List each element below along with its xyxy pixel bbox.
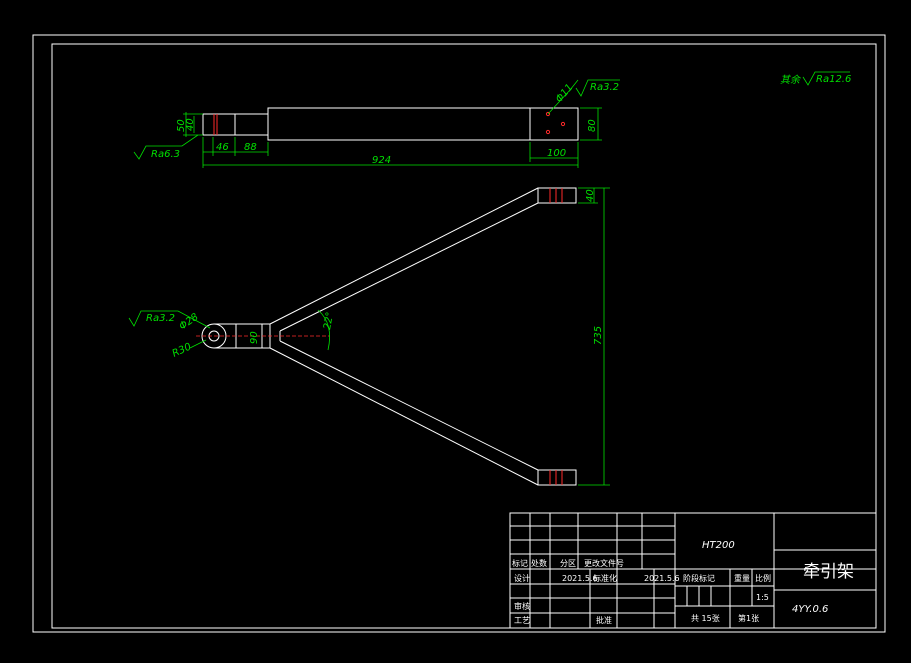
rev-count-label: 处数 bbox=[531, 558, 547, 568]
drawing-number: 4YY.0.6 bbox=[792, 604, 828, 615]
part-name: 牵引架 bbox=[803, 562, 854, 582]
roughness-top: Ra3.2 bbox=[590, 82, 619, 93]
std-date: 2021.5.6 bbox=[644, 574, 680, 583]
general-roughness-prefix: 其余 bbox=[780, 74, 802, 86]
rev-zone-label: 分区 bbox=[560, 559, 576, 568]
top-view bbox=[202, 107, 579, 141]
dim-46: 46 bbox=[216, 142, 229, 153]
outer-border bbox=[32, 34, 886, 633]
roughness-left: Ra6.3 bbox=[151, 149, 180, 160]
bolt-hole bbox=[545, 111, 551, 117]
dim-phi11: Φ11 bbox=[554, 82, 576, 105]
title-block: HT200 牵引架 4YY.0.6 标记 处数 分区 更改文件号 设计 2021… bbox=[509, 512, 877, 629]
material: HT200 bbox=[702, 540, 735, 551]
dim-phi28: Φ28 bbox=[177, 312, 200, 333]
scale-label: 比例 bbox=[755, 573, 771, 583]
roughness-eye: Ra3.2 bbox=[146, 313, 175, 324]
dim-924: 924 bbox=[372, 155, 391, 166]
inner-border bbox=[51, 43, 877, 629]
sheet-number: 第1张 bbox=[738, 613, 759, 623]
top-view-dimensions: 924 46 88 100 80 50 40 Ra6.3 Φ11 Ra3.2 bbox=[133, 79, 620, 168]
bolt-hole bbox=[545, 129, 551, 135]
stage-label: 阶段标记 bbox=[683, 573, 715, 583]
front-view bbox=[196, 187, 577, 486]
process-label: 工艺 bbox=[514, 616, 530, 625]
design-date: 2021.5.6 bbox=[562, 574, 598, 583]
dim-80: 80 bbox=[587, 119, 598, 132]
rev-mark-label: 标记 bbox=[512, 558, 528, 568]
bolt-hole bbox=[560, 121, 566, 127]
standardize-label: 标准化 bbox=[593, 573, 617, 583]
approve-label: 批准 bbox=[596, 615, 612, 625]
dim-100: 100 bbox=[547, 148, 566, 159]
dim-90: 90 bbox=[249, 331, 260, 344]
dim-40: 40 bbox=[185, 118, 196, 131]
lower-end-block bbox=[537, 469, 577, 486]
design-label: 设计 bbox=[514, 573, 530, 583]
rev-doc-label: 更改文件号 bbox=[584, 558, 624, 568]
mass-label: 重量 bbox=[734, 573, 750, 583]
dim-735: 735 bbox=[593, 326, 604, 345]
roughness-symbol bbox=[802, 71, 850, 86]
review-label: 审核 bbox=[514, 601, 530, 611]
upper-end-block bbox=[537, 187, 577, 204]
sheets-total: 共 15张 bbox=[691, 614, 720, 623]
general-roughness-note: 其余 Ra12.6 bbox=[780, 71, 851, 86]
dim-angle: 22° bbox=[322, 311, 336, 330]
general-roughness-value: Ra12.6 bbox=[816, 74, 851, 85]
right-end-block bbox=[529, 107, 579, 141]
dim-50: 50 bbox=[176, 119, 187, 132]
left-end-block bbox=[202, 113, 236, 136]
scale-value: 1:5 bbox=[756, 593, 769, 602]
front-view-dimensions: 735 40 90 22° Ra3.2 Φ28 R30 bbox=[128, 187, 610, 486]
dim-r30: R30 bbox=[171, 341, 193, 359]
dim-40b: 40 bbox=[585, 189, 596, 202]
shaft-body bbox=[267, 107, 531, 141]
dim-88: 88 bbox=[244, 142, 257, 153]
